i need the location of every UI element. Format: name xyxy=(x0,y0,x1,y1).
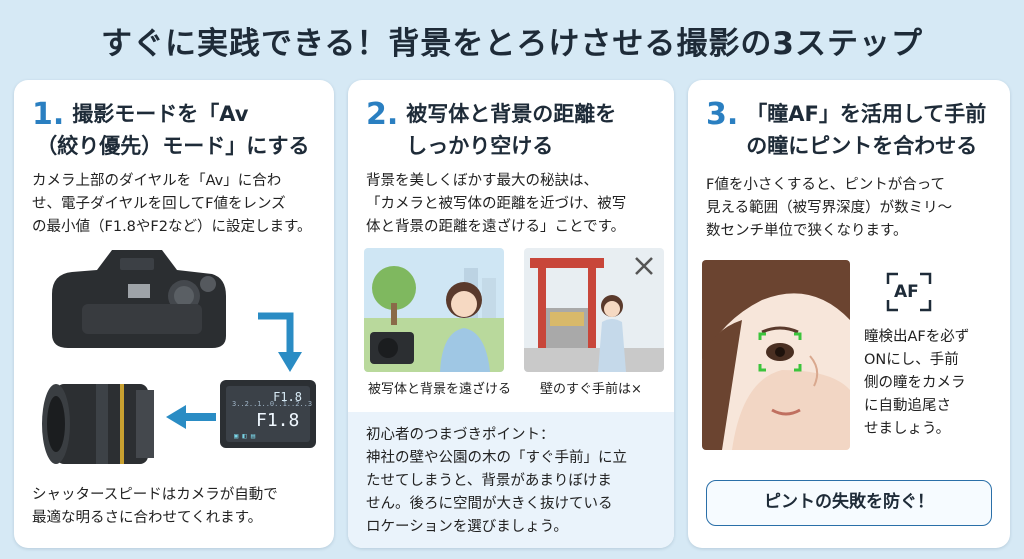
lens-illustration xyxy=(42,384,154,464)
step3-body-line2: 見える範囲（被写界深度）が数ミリ〜 xyxy=(706,200,953,216)
step3-number: 3. xyxy=(706,97,739,132)
tip-line2: たせてしまうと、背景があまりぼけま xyxy=(366,473,612,489)
step3-body-line1: F値を小さくすると、ピントが合って xyxy=(706,177,946,193)
side-line2: ONにし、手前 xyxy=(864,352,959,368)
step3-title-line2: の瞳にピントを合わせる xyxy=(746,134,978,158)
step1-card: 1. 撮影モードを「Av （絞り優先）モード」にする カメラ上部のダイヤルを「A… xyxy=(14,80,334,548)
caption-good-example: 被写体と背景を遠ざける xyxy=(368,382,512,397)
caption-bad-example: 壁のすぐ手前は× xyxy=(540,382,642,397)
step3-body: F値を小さくすると、ピントが合って 見える範囲（被写界深度）が数ミリ〜 数センチ… xyxy=(706,174,952,243)
side-line5: せましょう。 xyxy=(864,421,951,437)
side-line4: に自動追尾さ xyxy=(864,398,951,414)
step3-body-line3: 数センチ単位で狭くなります。 xyxy=(706,223,908,239)
step1-footer: シャッタースピードはカメラが自動で 最適な明るさに合わせてくれます。 xyxy=(32,484,278,530)
step1-heading: 1. 撮影モードを「Av （絞り優先）モード」にする xyxy=(32,98,324,162)
camera-lcd-screen: F1.8 3..2..1..0..1..2..3 F1.8 ▣ ◧ ▤ xyxy=(220,380,316,448)
tip-line4: ロケーションを選びましょう。 xyxy=(366,519,568,535)
step1-title: 撮影モードを「Av （絞り優先）モード」にする xyxy=(36,98,309,162)
af-focus-icon xyxy=(886,272,932,312)
camera-top-illustration xyxy=(52,250,226,348)
step2-body-line2: 「カメラと被写体の距離を近づけ、被写 xyxy=(366,196,627,212)
step1-title-line1: 撮影モードを「Av xyxy=(72,102,249,126)
step2-title-line2: しっかり空ける xyxy=(406,134,554,158)
step2-title-line1: 被写体と背景の距離を xyxy=(406,102,617,126)
step1-number: 1. xyxy=(32,97,65,132)
step2-body-line3: 体と背景の距離を遠ざける」ことです。 xyxy=(366,219,626,235)
step2-card: 2. 被写体と背景の距離を しっかり空ける 背景を美しくぼかす最大の秘訣は、 「… xyxy=(348,80,674,548)
step3-title-line1: 「瞳AF」を活用して手前 xyxy=(746,102,987,126)
step1-footer-line1: シャッタースピードはカメラが自動で xyxy=(32,487,278,503)
step1-body: カメラ上部のダイヤルを「Av」に合わ せ、電子ダイヤルを回してF値をレンズ の最… xyxy=(32,170,312,239)
arrow-left-icon xyxy=(166,405,216,429)
step2-heading: 2. 被写体と背景の距離を しっかり空ける xyxy=(366,98,664,162)
lcd-exposure-scale: 3..2..1..0..1..2..3 xyxy=(232,400,313,408)
step2-body: 背景を美しくぼかす最大の秘訣は、 「カメラと被写体の距離を近づけ、被写 体と背景… xyxy=(366,170,626,239)
beginner-tip-box: 初心者のつまづきポイント： 神社の壁や公園の木の「すぐ手前」に立 たせてしまうと… xyxy=(348,412,674,548)
step1-title-line2: （絞り優先）モード」にする xyxy=(36,134,310,158)
photo-bad-example xyxy=(524,248,664,372)
step1-footer-line2: 最適な明るさに合わせてくれます。 xyxy=(32,510,263,526)
lcd-aperture-small: F1.8 xyxy=(273,390,302,404)
step1-body-line3: の最小値（F1.8やF2など）に設定します。 xyxy=(32,219,312,235)
side-line1: 瞳検出AFを必ず xyxy=(864,329,970,345)
side-line3: 側の瞳をカメラ xyxy=(864,375,966,391)
step2-body-line1: 背景を美しくぼかす最大の秘訣は、 xyxy=(366,173,598,189)
tip-line1: 神社の壁や公園の木の「すぐ手前」に立 xyxy=(366,450,627,466)
page-title: すぐに実践できる！背景をとろけさせる撮影の3ステップ xyxy=(101,26,923,62)
af-label: AF xyxy=(894,282,919,302)
step3-heading: 3. 「瞳AF」を活用して手前 の瞳にピントを合わせる xyxy=(706,98,1000,162)
arrow-down-icon xyxy=(258,312,302,372)
step1-body-line2: せ、電子ダイヤルを回してF値をレンズ xyxy=(32,196,286,212)
tip-heading: 初心者のつまづきポイント： xyxy=(366,427,555,443)
step2-number: 2. xyxy=(366,97,399,132)
tip-line3: せん。後ろに空間が大きく抜けている xyxy=(366,496,613,512)
focus-banner: ピントの失敗を防ぐ！ xyxy=(706,480,992,526)
step1-body-line1: カメラ上部のダイヤルを「Av」に合わ xyxy=(32,173,282,189)
eye-af-portrait xyxy=(702,260,850,450)
lcd-aperture-large: F1.8 xyxy=(256,410,300,431)
step3-card: 3. 「瞳AF」を活用して手前 の瞳にピントを合わせる F値を小さくすると、ピン… xyxy=(688,80,1010,548)
step3-title: 「瞳AF」を活用して手前 の瞳にピントを合わせる xyxy=(746,98,986,162)
photo-good-example xyxy=(364,248,504,372)
lcd-status-icons: ▣ ◧ ▤ xyxy=(234,432,256,440)
step2-title: 被写体と背景の距離を しっかり空ける xyxy=(406,98,616,162)
step3-side-text: 瞳検出AFを必ず ONにし、手前 側の瞳をカメラ に自動追尾さ せましょう。 xyxy=(864,326,969,441)
